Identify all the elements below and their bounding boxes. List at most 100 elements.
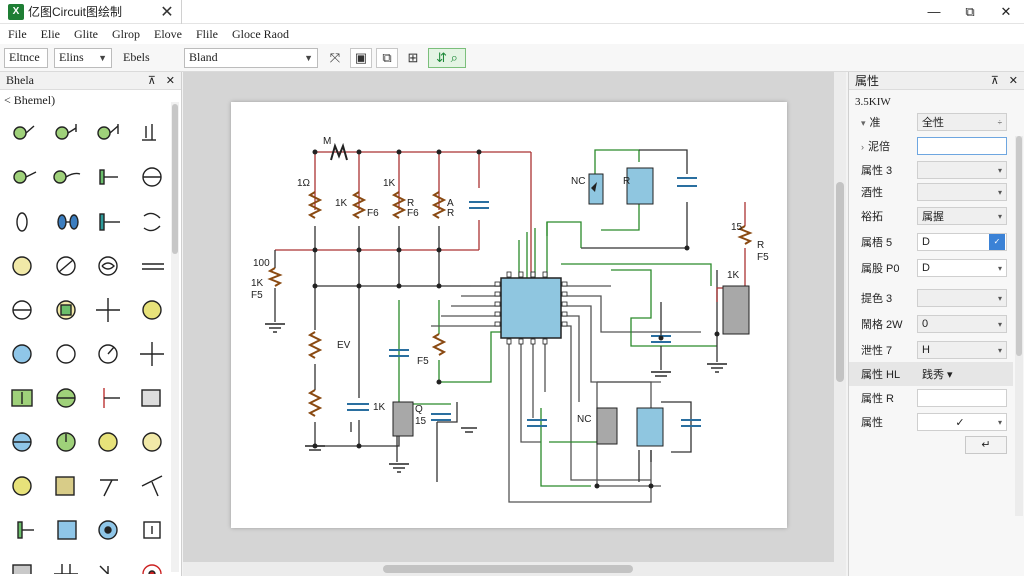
connector-tool-icon[interactable]: ⇵ ⌕ [428,47,466,68]
property-input[interactable] [917,389,1007,407]
pointer-icon[interactable]: ⤧ [329,49,341,65]
apply-button[interactable]: ↵ [965,436,1007,454]
label-r: R [623,176,630,187]
label-r4b: R [447,208,454,219]
property-label: 泥倍 [868,141,890,153]
property-row[interactable]: 属性 ✓▾ [849,410,1013,434]
tab-close-icon[interactable]: ✕ [160,3,174,21]
property-dropdown[interactable]: ▾ [917,161,1007,179]
property-row[interactable]: 泄性 7 H▾ [849,338,1013,362]
property-value-text: D [922,262,930,274]
property-row[interactable]: ›泥倍 [849,134,1013,158]
check-icon: ✓ [989,234,1005,250]
properties-header: 属性 ⊼ ✕ [849,72,1024,90]
property-value[interactable]: 践秀 ▾ [917,365,1007,383]
property-dropdown[interactable]: ▾ [917,289,1007,307]
property-label: 泄性 7 [861,345,893,357]
label-r2: R [757,240,764,251]
label-q: Q [415,404,423,415]
property-label: 属性 R [861,393,894,405]
horizontal-scrollbar[interactable] [183,562,834,576]
format-icon[interactable]: ⊞ [407,49,419,65]
panel-close-icon[interactable]: ✕ [165,75,175,87]
toolbar-dropdown-2[interactable]: Elins▼ [54,47,112,68]
app-icon: X [8,3,24,20]
properties-scrollbar[interactable] [1015,136,1023,516]
minimize-button[interactable]: — [927,4,941,19]
menu-glrop[interactable]: Glrop [112,26,140,41]
library-scrollbar[interactable] [171,102,179,572]
property-dropdown[interactable]: H▾ [917,341,1007,359]
toolbar-box-1[interactable]: Eltnce [4,47,48,68]
property-value-text: 属握 [922,211,944,223]
schematic-page[interactable]: M 1Ω 1K 1K F6 R F6 A R 100 1K F5 EV 1K Q… [231,102,787,528]
property-value-text: D [922,236,930,248]
symbol-grid[interactable] [4,114,170,574]
property-dropdown[interactable]: 属握 ▾ [917,207,1007,225]
property-dropdown[interactable]: ✓▾ [917,413,1007,431]
label-r2: 1K [383,178,396,189]
copy-icon[interactable]: ⧉ [376,47,398,68]
menu-elove[interactable]: Elove [154,26,182,41]
label-1k: 1K [251,278,264,289]
property-row[interactable]: 裕拓属握▾ [849,204,1013,228]
property-row[interactable]: 提色 3 ▾ [849,286,1013,310]
circuit-schematic[interactable]: M 1Ω 1K 1K F6 R F6 A R 100 1K F5 EV 1K Q… [231,102,787,528]
property-dropdown[interactable]: D▾ [917,259,1007,277]
menu-elie[interactable]: Elie [40,26,60,41]
symbol-library-panel: Bhela ⊼ ✕ < Bhemel) [0,72,182,576]
toolbar-box-1-label: Eltnce [9,50,40,64]
property-row[interactable]: 属性 R [849,386,1013,410]
toolbar-box-3[interactable]: Ebels [118,48,178,68]
chevron-down-icon: ▾ [861,118,866,128]
property-value-text: 践秀 ▾ [922,369,953,381]
chevron-down-icon: ▾ [997,165,1002,175]
label-f5c: F5 [757,252,769,263]
close-button[interactable]: ✕ [1000,4,1012,19]
chevron-down-icon: ▾ [997,211,1002,221]
pin-icon[interactable]: ⊼ [990,75,999,87]
chevron-down-icon: ▾ [997,263,1002,273]
property-row[interactable]: 属性 3 ▾ [849,158,1013,182]
document-tab[interactable]: X 亿图Circuit图绘制 ✕ [0,0,182,24]
window-title: 亿图Circuit图绘制 [28,5,123,19]
save-icon[interactable]: ▣ [350,47,372,68]
pin-icon[interactable]: ⊼ [147,75,156,87]
chevron-down-icon: ▼ [304,52,313,63]
property-label: 属性 3 [861,165,893,177]
menu-bar: File Elie Glite Glrop Elove Flile Gloce … [0,24,1024,44]
property-label: 属性 [861,417,883,429]
property-row[interactable]: 酒性▾ [849,180,1013,204]
vertical-scrollbar[interactable] [834,72,846,576]
library-header: Bhela ⊼ ✕ [0,72,181,90]
property-input[interactable] [917,137,1007,155]
property-dropdown[interactable]: ▾ [917,183,1007,201]
label-f5b: F5 [417,356,429,367]
symbol-item [13,124,156,141]
category-header[interactable]: < Bhemel) [4,92,56,107]
drawing-canvas[interactable]: M 1Ω 1K 1K F6 R F6 A R 100 1K F5 EV 1K Q… [183,72,834,562]
property-value[interactable]: 全性÷ [917,113,1007,131]
label-m: M [323,136,331,147]
property-label: 提色 3 [861,293,893,305]
maximize-button[interactable]: ⧉ [965,4,975,19]
property-row[interactable]: ▾准全性÷ [849,110,1013,134]
toolbar-box-3-label: Ebels [123,50,150,64]
chevron-down-icon: ▾ [997,319,1002,329]
panel-close-icon[interactable]: ✕ [1008,75,1018,87]
label-f5: F5 [251,290,263,301]
menu-flile[interactable]: Flile [196,26,219,41]
chevron-down-icon: ▾ [997,345,1002,355]
menu-file[interactable]: File [8,26,27,41]
property-dropdown[interactable]: 0▾ [917,315,1007,333]
label-r2b: F6 [367,208,379,219]
menu-gloce-raod[interactable]: Gloce Raod [232,26,289,41]
title-bar: X 亿图Circuit图绘制 ✕ — ⧉ ✕ [0,0,1024,24]
property-dropdown[interactable]: D✓ [917,233,1007,251]
font-dropdown[interactable]: Bland▼ [184,47,318,68]
menu-glite[interactable]: Glite [74,26,98,41]
